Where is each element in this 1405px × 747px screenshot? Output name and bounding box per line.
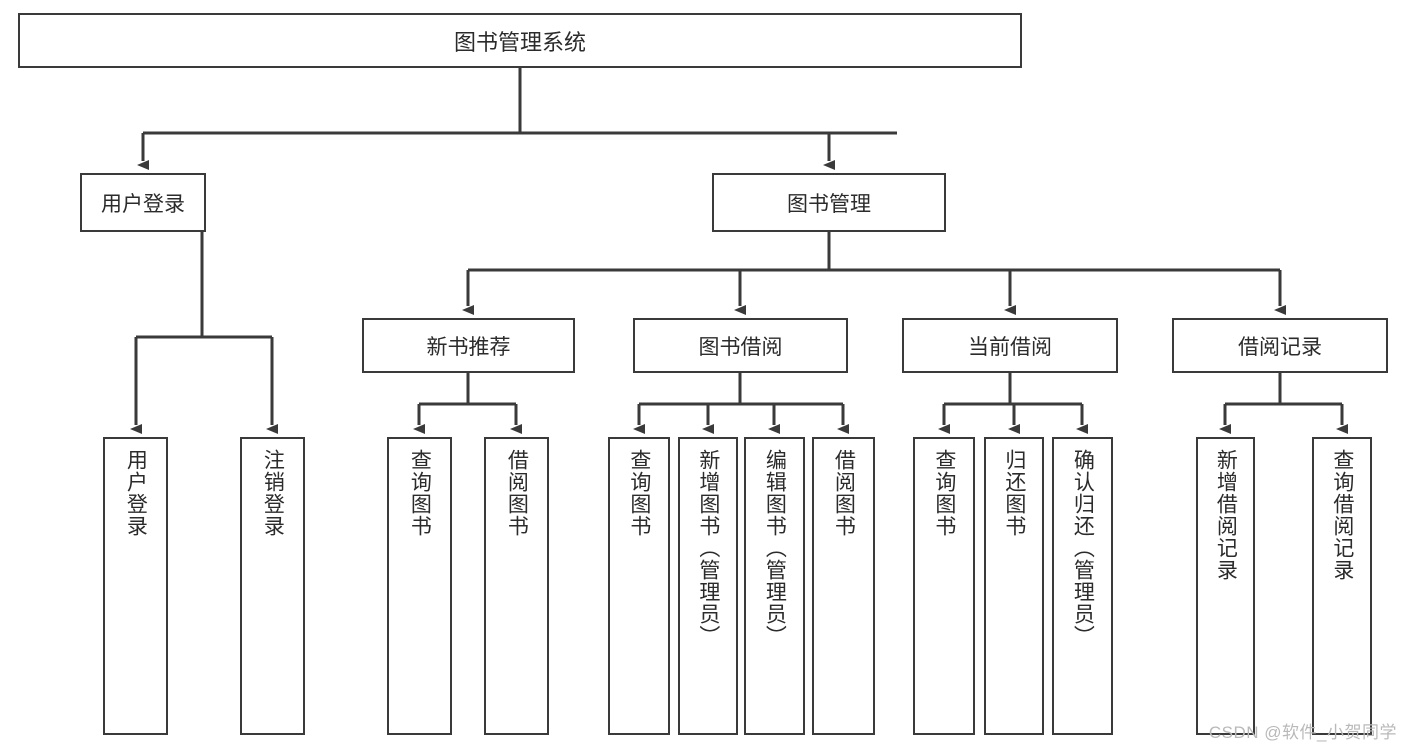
node-root-label: 图书管理系统 [453,29,586,55]
node-root[interactable]: 图书管理系统 [18,13,1022,68]
leaf-label: 查询图书 [627,449,651,537]
node-borrow-record[interactable]: 借阅记录 [1172,318,1388,373]
leaf-logout-login[interactable]: 注销登录 [240,437,305,735]
node-current-borrow-label: 当前借阅 [968,335,1052,359]
node-book-borrow-label: 图书借阅 [698,335,783,359]
leaf-label: 查询图书 [408,449,432,537]
node-new-book-recommend-label: 新书推荐 [426,335,511,359]
leaf-label: 查询图书 [932,449,956,537]
leaf-query-borrow-record[interactable]: 查询借阅记录 [1312,437,1372,735]
leaf-label: 借阅图书 [505,449,529,537]
leaf-query-book-newbook[interactable]: 查询图书 [387,437,452,735]
leaf-label: 用户登录 [124,449,148,537]
leaf-label: 新增图书（管理员） [696,449,720,647]
leaf-label: 借阅图书 [832,449,856,537]
leaf-borrow-book[interactable]: 借阅图书 [812,437,875,735]
leaf-label: 编辑图书（管理员） [763,449,787,647]
leaf-label: 确认归还（管理员） [1071,449,1095,647]
leaf-return-book[interactable]: 归还图书 [984,437,1044,735]
leaf-label: 注销登录 [261,449,285,537]
leaf-borrow-book-newbook[interactable]: 借阅图书 [484,437,549,735]
node-borrow-record-label: 借阅记录 [1238,335,1322,359]
leaf-add-book-admin[interactable]: 新增图书（管理员） [678,437,738,735]
node-new-book-recommend[interactable]: 新书推荐 [362,318,575,373]
node-book-borrow[interactable]: 图书借阅 [633,318,848,373]
node-current-borrow[interactable]: 当前借阅 [902,318,1118,373]
node-book-management-label: 图书管理 [787,192,871,216]
leaf-label: 归还图书 [1002,449,1026,537]
leaf-query-book-current[interactable]: 查询图书 [913,437,975,735]
leaf-user-login[interactable]: 用户登录 [103,437,168,735]
leaf-confirm-return-admin[interactable]: 确认归还（管理员） [1052,437,1113,735]
leaf-add-borrow-record[interactable]: 新增借阅记录 [1196,437,1255,735]
leaf-query-book-borrow[interactable]: 查询图书 [608,437,670,735]
node-user-login-label: 用户登录 [101,192,185,216]
leaf-label: 新增借阅记录 [1214,449,1238,581]
leaf-label: 查询借阅记录 [1330,449,1354,581]
node-book-management[interactable]: 图书管理 [712,173,946,232]
node-user-login[interactable]: 用户登录 [80,173,206,232]
csdn-watermark: CSDN @软件_小贺同学 [1208,723,1397,742]
leaf-edit-book-admin[interactable]: 编辑图书（管理员） [744,437,805,735]
